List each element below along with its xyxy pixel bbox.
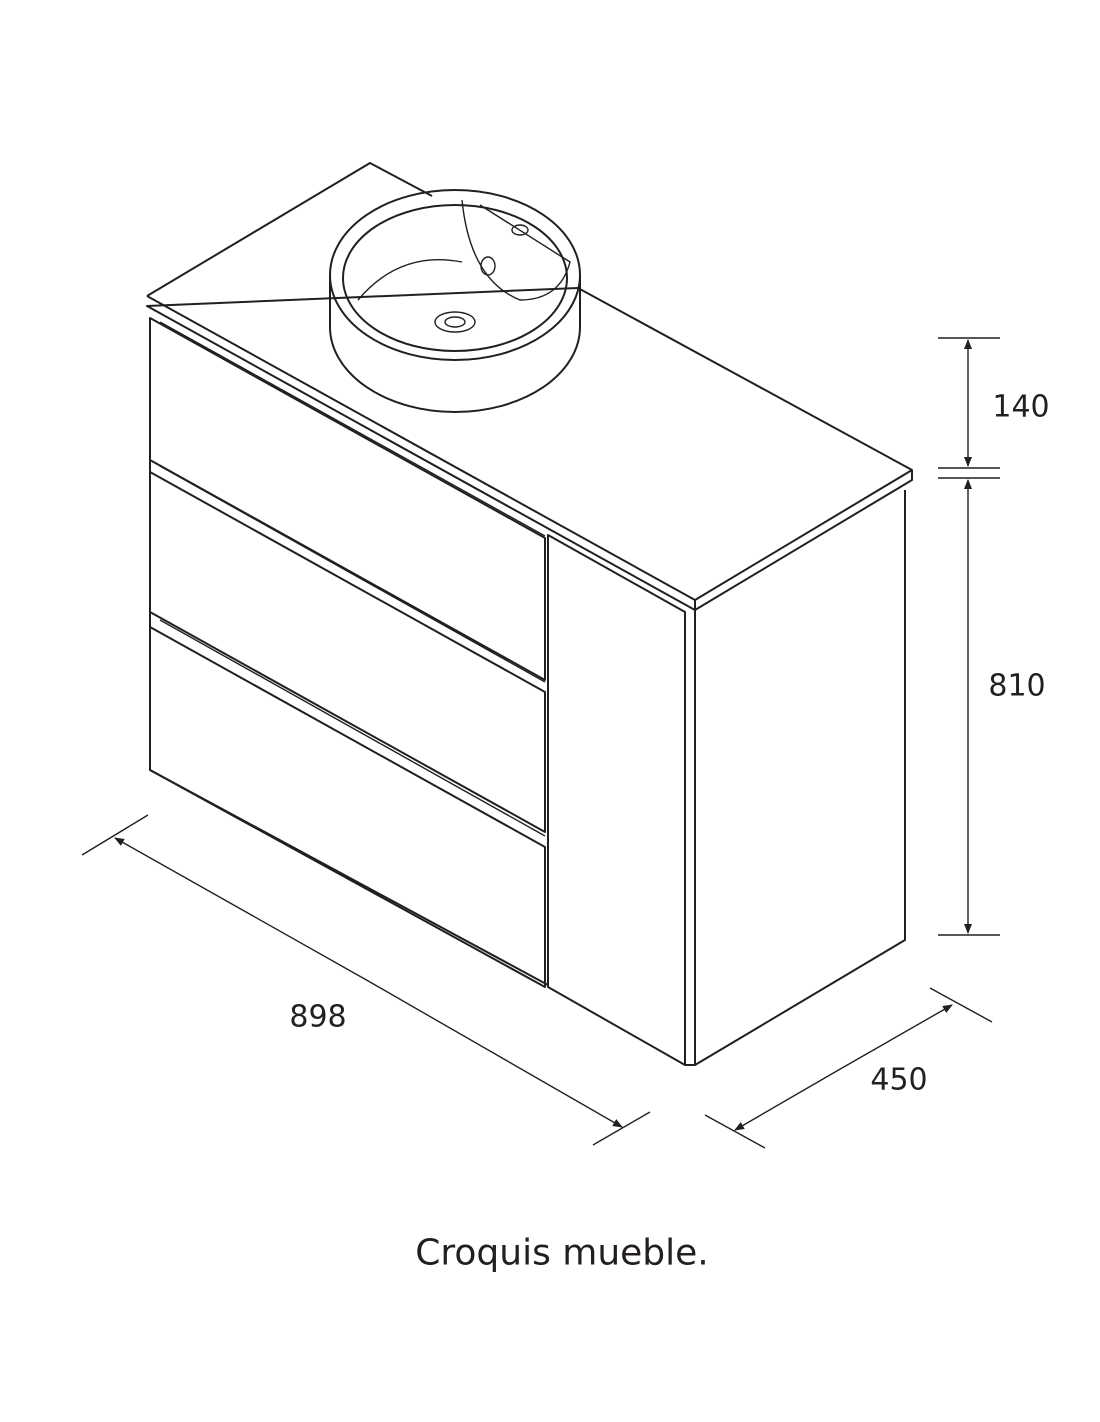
caption: Croquis mueble. <box>415 1232 709 1274</box>
vessel-sink <box>329 189 581 413</box>
dimension-upper-height: 140 <box>992 389 1050 425</box>
dimension-depth: 450 <box>870 1062 928 1098</box>
countertop <box>146 162 913 611</box>
drawer-1 <box>149 317 546 681</box>
drawer-3 <box>149 626 546 988</box>
overflow-icon <box>480 256 496 276</box>
dimension-lines <box>81 337 1000 1149</box>
cabinet-body <box>149 318 906 1066</box>
drawers <box>149 317 546 988</box>
drain-icon <box>434 311 476 333</box>
dimension-cabinet-height: 810 <box>988 668 1046 704</box>
dimension-width: 898 <box>289 999 347 1035</box>
drawer-2 <box>149 471 546 833</box>
tap-hole-icon <box>511 224 529 236</box>
